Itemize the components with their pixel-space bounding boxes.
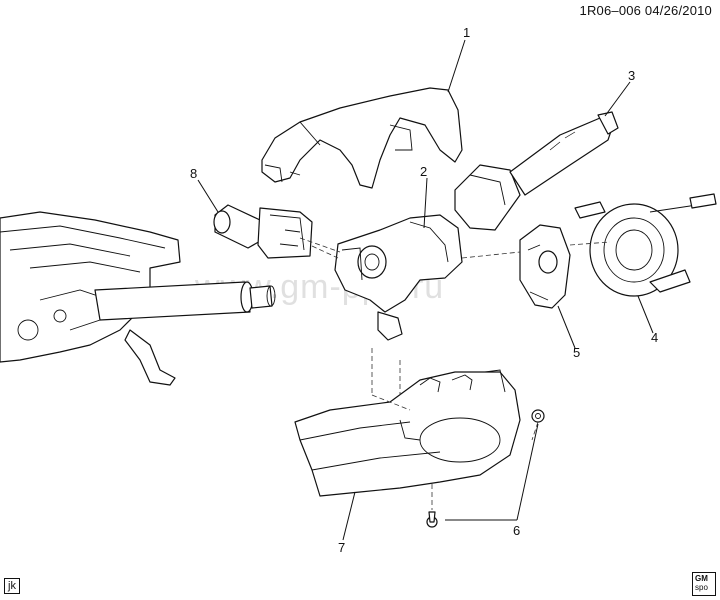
lower-trim-cover	[294, 369, 521, 497]
screw-upper	[531, 409, 545, 423]
leader-lines	[197, 39, 654, 541]
callout-1: 1	[463, 25, 470, 40]
diagram-code-date: 1R06–006 04/26/2010	[579, 3, 712, 18]
author-initials: jk	[4, 578, 20, 594]
callout-7: 7	[338, 540, 345, 555]
callout-5: 5	[573, 345, 580, 360]
logo-text-top: GM	[695, 574, 708, 583]
logo-text-bottom: spo	[695, 583, 708, 592]
clockspring-coil	[574, 193, 717, 297]
callout-8: 8	[190, 166, 197, 181]
lock-module	[519, 224, 571, 309]
gm-spo-logo: GM spo	[692, 572, 716, 596]
callout-labels: 1 2 3 4 5 6 7 8	[190, 25, 658, 555]
callout-4: 4	[651, 330, 658, 345]
callout-6: 6	[513, 523, 520, 538]
switch-housing	[334, 214, 463, 341]
screw-lower	[426, 511, 438, 528]
fasteners	[426, 409, 545, 528]
wiper-switch	[213, 204, 313, 259]
alignment-lines	[299, 237, 611, 510]
upper-trim-cover	[261, 87, 463, 189]
callout-2: 2	[420, 164, 427, 179]
turn-signal-switch	[454, 111, 619, 231]
callout-3: 3	[628, 68, 635, 83]
steering-column	[0, 211, 276, 386]
